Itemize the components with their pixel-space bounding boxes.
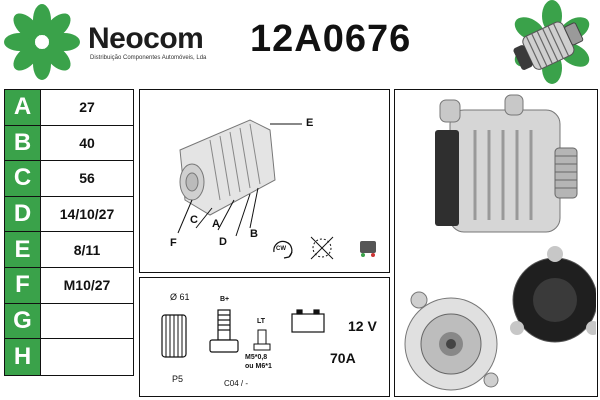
dimension-value: 40 [79, 134, 95, 151]
dimension-row-b: B 40 [5, 125, 133, 162]
dimension-value: 56 [79, 170, 95, 187]
rotation-cw-label: CW [276, 246, 286, 252]
dimension-letter: H [5, 339, 41, 375]
dimension-row-g: G [5, 303, 133, 340]
voltage-value: 12 V [348, 318, 377, 334]
alternator-side-view [435, 94, 578, 233]
diagram-label-d: D [219, 236, 227, 248]
dimension-row-c: C 56 [5, 161, 133, 197]
part-code: C04 / - [224, 379, 249, 388]
spec-icons [161, 309, 325, 358]
dimension-letter: B [5, 125, 41, 161]
diagram-label-f: F [170, 237, 177, 249]
dimension-value: 8/11 [73, 241, 101, 258]
diagram-label-c: C [190, 214, 198, 226]
dimension-letter: A [5, 90, 41, 125]
dimension-letter: G [5, 303, 41, 339]
brand-subtitle: Distribuição Componentes Automóveis, Lda [90, 55, 207, 61]
pulley-type: P5 [172, 374, 184, 384]
diagram-label-a: A [212, 218, 220, 230]
dimension-table: A 27 B 40 C 56 D 14/10/27 E 8/11 F M10/2… [4, 89, 134, 376]
alternator-sketch-icon [177, 119, 376, 260]
terminal-b-label: B+ [220, 296, 230, 303]
amperage-value: 70A [330, 350, 356, 366]
dimension-letter: D [5, 196, 41, 232]
product-photo-panel [394, 89, 598, 397]
thread-spec-line2: ou M6*1 [245, 363, 272, 370]
dimension-letter: E [5, 232, 41, 267]
dimension-letter: C [5, 161, 41, 196]
alternator-thumbnail-icon [513, 0, 590, 84]
brand-name: Neocom [88, 22, 204, 55]
dimension-value [41, 304, 133, 339]
alternator-front-view [404, 291, 499, 391]
dimension-value [41, 339, 133, 375]
dimension-row-d: D 14/10/27 [5, 196, 133, 233]
terminal-icon [253, 329, 271, 351]
electrical-spec-panel: Ø 61 P5 B+ LT M5*0,8 ou M6*1 C04 / - 12 … [139, 277, 390, 397]
pulley-icon [161, 314, 187, 358]
dimension-letter: F [5, 267, 41, 303]
terminal-lt-label: LT [257, 318, 266, 325]
diagram-label-b: B [250, 228, 258, 240]
battery-icon [291, 309, 325, 333]
alternator-rear-view [510, 246, 596, 343]
pulley-diameter: Ø 61 [170, 292, 190, 302]
bolt-icon [209, 309, 239, 353]
dimension-value: M10/27 [63, 277, 111, 294]
dimension-diagram-panel: E C A B F D CW [139, 89, 390, 273]
part-number: 12A0676 [250, 18, 412, 60]
dimension-row-h: H [5, 339, 133, 375]
thread-spec-line1: M5*0,8 [245, 354, 268, 361]
dimension-value: 14/10/27 [59, 206, 115, 223]
alternator-photo-icon [404, 94, 596, 391]
dimension-value: 27 [79, 99, 95, 116]
diagram-label-e: E [306, 117, 314, 129]
dimension-row-a: A 27 [5, 90, 133, 126]
dimension-row-f: F M10/27 [5, 267, 133, 304]
dimension-row-e: E 8/11 [5, 232, 133, 268]
neocom-logo-icon [4, 4, 80, 80]
